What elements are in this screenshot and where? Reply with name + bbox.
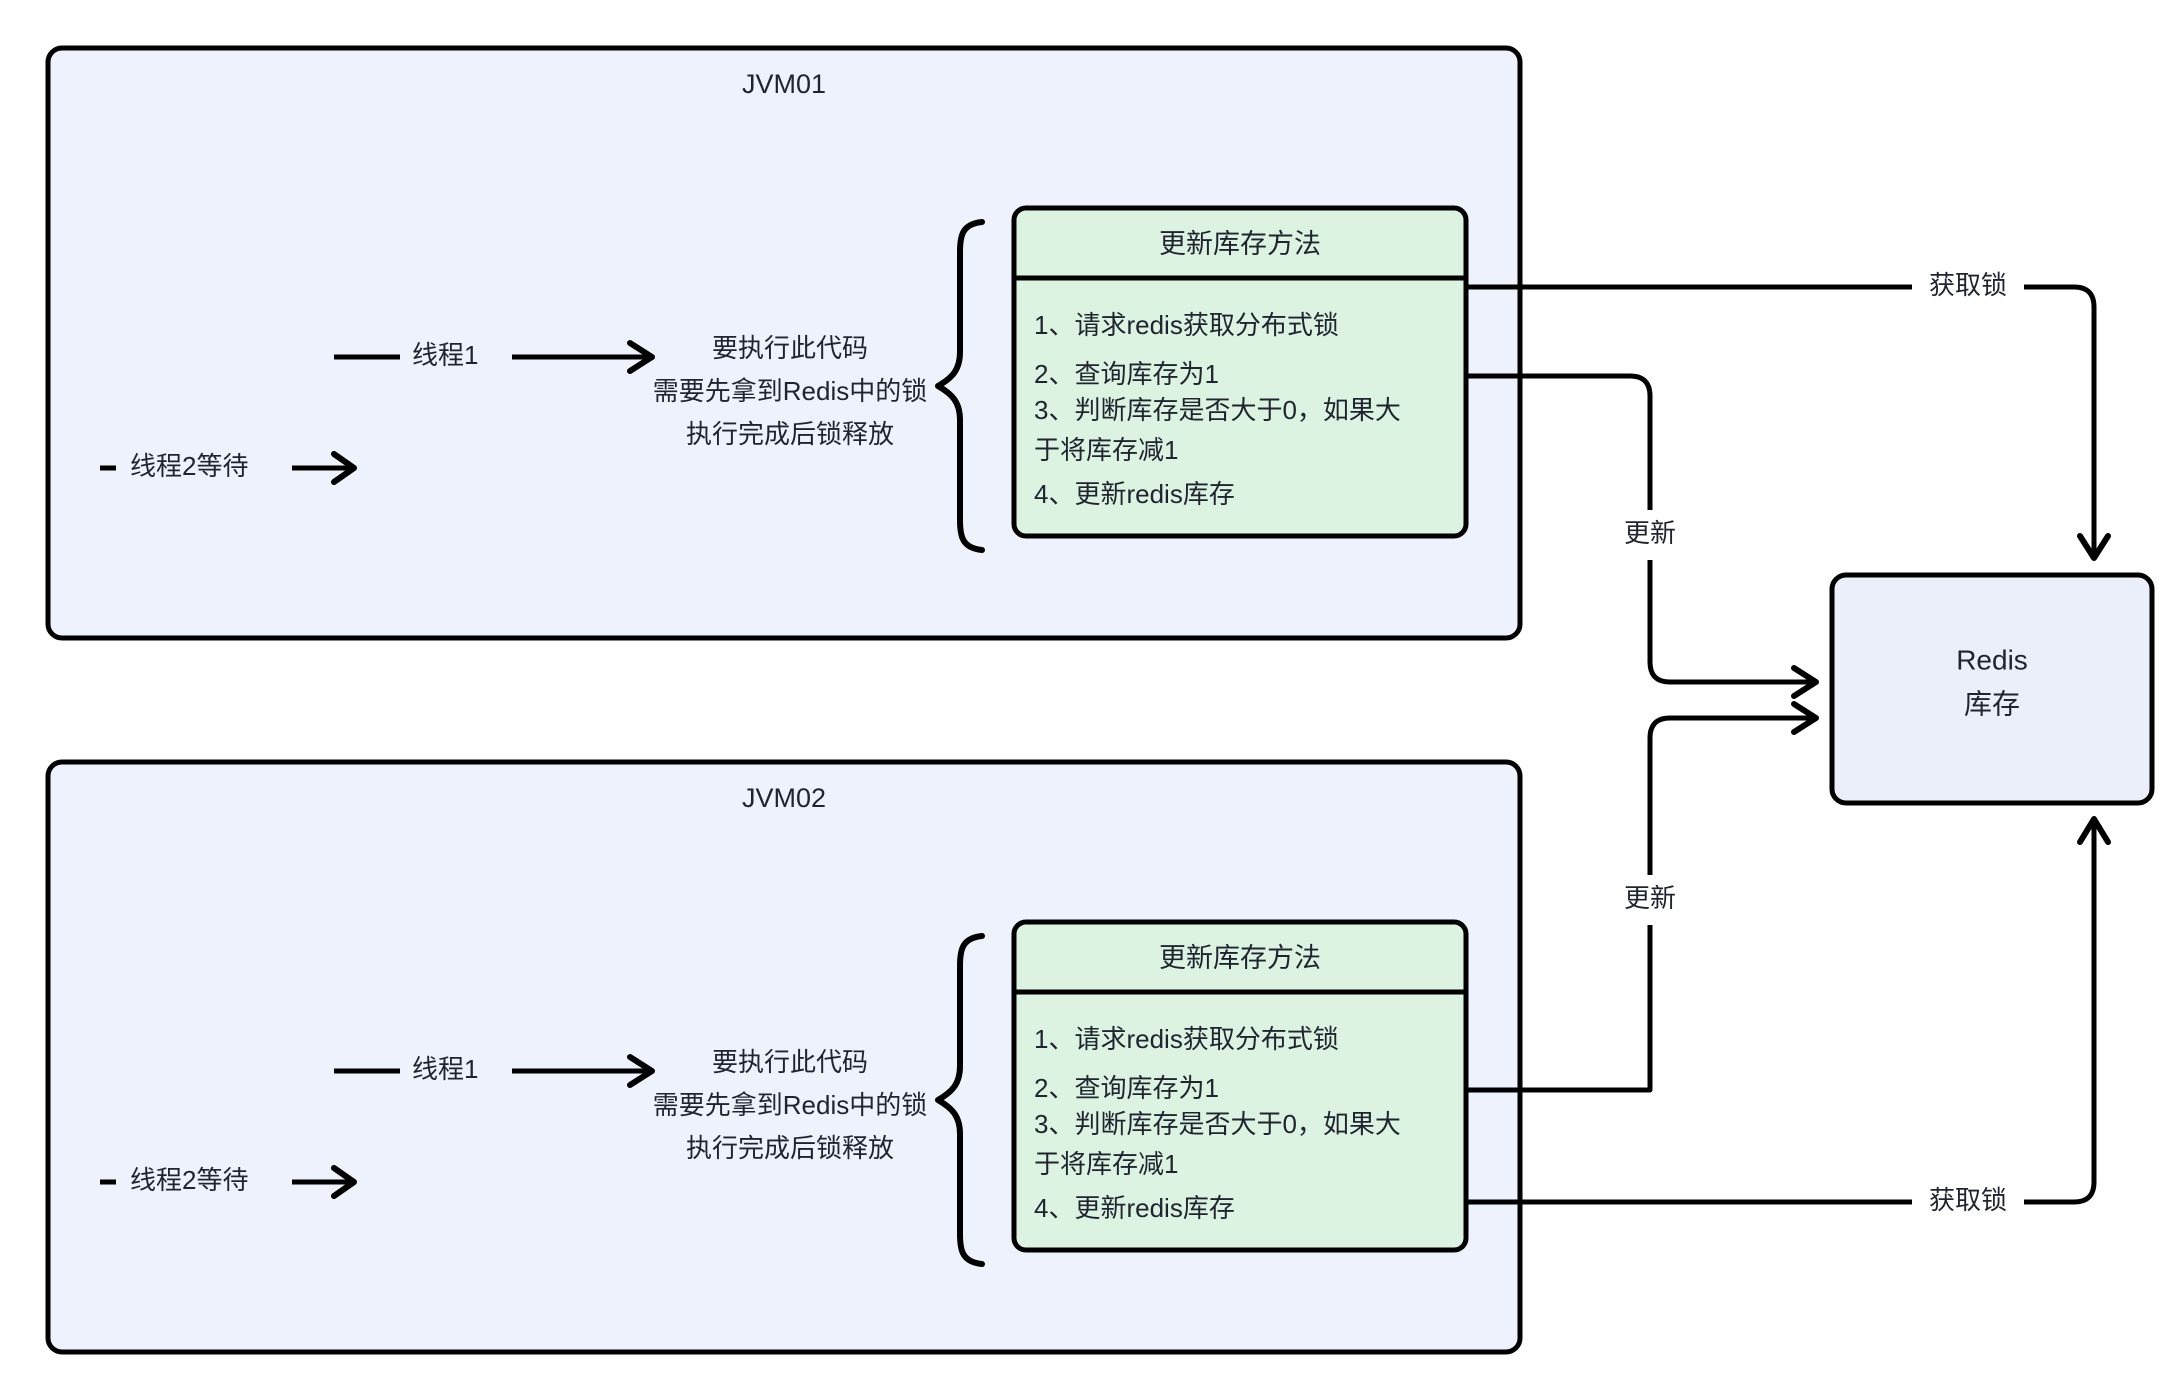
edge-jvm01-acquire-lock-arrow [2077,533,2111,561]
jvm02-method-box[interactable]: 更新库存方法 1、请求redis获取分布式锁 2、查询库存为1 3、判断库存是否… [1011,919,1469,1253]
jvm01-method-item-2: 2、查询库存为1 [1034,359,1219,389]
jvm01-brace [935,219,985,553]
edge-jvm01-update: 更新 [1466,373,1819,699]
jvm02-method-item-1: 1、请求redis获取分布式锁 [1034,1024,1339,1054]
jvm02-method-title: 更新库存方法 [1159,943,1321,973]
jvm02-thread1-flow: 线程1 [334,1054,655,1088]
jvm01-thread1-arrow-head [627,340,655,374]
jvm01-method-item-3: 3、判断库存是否大于0，如果大 [1034,395,1401,425]
edge-jvm02-update-path [1466,715,1812,1093]
edge-jvm02-update-label: 更新 [1624,883,1676,913]
edge-jvm01-acquire-lock: 获取锁 [1466,270,2111,561]
redis-label-line1: Redis [1956,644,2028,675]
jvm01-title: JVM01 [742,69,826,99]
jvm02-brace [935,933,985,1267]
edge-jvm01-acquire-lock-label: 获取锁 [1929,270,2007,300]
jvm01-code-note-line3: 执行完成后锁释放 [686,419,894,449]
edge-jvm02-acquire-lock: 获取锁 [1466,816,2111,1215]
jvm02-code-note-line2: 需要先拿到Redis中的锁 [653,1090,927,1120]
jvm01-method-item-4: 于将库存减1 [1034,435,1178,465]
edge-jvm02-update-arrow [1791,701,1819,735]
jvm01-method-item-5: 4、更新redis库存 [1034,479,1235,509]
edge-jvm02-update: 更新 [1466,701,1819,1093]
jvm01-thread1-flow: 线程1 [334,340,655,374]
jvm02-method-item-2: 2、查询库存为1 [1034,1073,1219,1103]
edge-jvm01-update-arrow [1791,665,1819,699]
jvm01-thread2-arrow-head [331,451,357,485]
jvm02-code-note-line3: 执行完成后锁释放 [686,1133,894,1163]
jvm01-thread1-label: 线程1 [412,340,478,370]
jvm01-thread2-label: 线程2等待 [130,451,248,481]
jvm02-thread2-flow: 线程2等待 [100,1165,357,1199]
jvm01-method-item-1: 1、请求redis获取分布式锁 [1034,310,1339,340]
jvm02-method-item-5: 4、更新redis库存 [1034,1193,1235,1223]
jvm02-code-note-line1: 要执行此代码 [712,1047,868,1077]
jvm02-container[interactable]: JVM02 线程1 线程2等待 要执行此代码 需要先拿到Redis中的锁 执行完… [45,759,1523,1355]
jvm02-thread1-arrow-head [627,1054,655,1088]
jvm02-title: JVM02 [742,783,826,813]
jvm01-thread2-flow: 线程2等待 [100,451,357,485]
jvm02-method-item-4: 于将库存减1 [1034,1149,1178,1179]
jvm02-thread2-arrow-head [331,1165,357,1199]
jvm02-thread2-label: 线程2等待 [130,1165,248,1195]
edge-jvm02-acquire-lock-arrow [2077,816,2111,845]
jvm01-code-note-line2: 需要先拿到Redis中的锁 [653,376,927,406]
jvm01-code-note-line1: 要执行此代码 [712,333,868,363]
jvm02-code-note: 要执行此代码 需要先拿到Redis中的锁 执行完成后锁释放 [653,1047,927,1163]
redis-label-line2: 库存 [1964,688,2020,719]
edge-jvm02-acquire-lock-path [1466,822,2097,1205]
edge-jvm01-acquire-lock-path [1466,284,2097,555]
jvm02-method-item-3: 3、判断库存是否大于0，如果大 [1034,1109,1401,1139]
jvm01-code-note: 要执行此代码 需要先拿到Redis中的锁 执行完成后锁释放 [653,333,927,449]
redis-node[interactable]: Redis 库存 [1829,572,2155,806]
jvm02-thread1-label: 线程1 [412,1054,478,1084]
edge-jvm01-update-path [1466,373,1812,685]
redis-box[interactable] [1829,572,2155,806]
jvm01-method-box-shape[interactable] [1011,205,1469,539]
edge-jvm01-update-label: 更新 [1624,518,1676,548]
jvm01-method-title: 更新库存方法 [1159,229,1321,259]
jvm01-container[interactable]: JVM01 线程1 线程2等待 要执行此代码 需要先拿到Redis中的锁 执行完… [45,45,1523,641]
jvm02-method-box-shape[interactable] [1011,919,1469,1253]
edge-jvm02-acquire-lock-label: 获取锁 [1929,1185,2007,1215]
jvm01-method-box[interactable]: 更新库存方法 1、请求redis获取分布式锁 2、查询库存为1 3、判断库存是否… [1011,205,1469,539]
